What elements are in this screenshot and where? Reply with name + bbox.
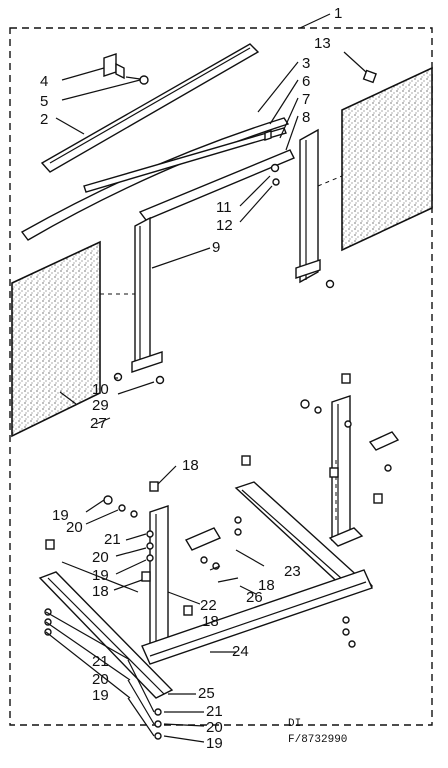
curved-trim	[20, 117, 290, 241]
callout-18d: 18	[258, 577, 275, 594]
screw-5	[139, 75, 149, 85]
callout-18c: 18	[202, 613, 219, 630]
right-post	[299, 128, 319, 284]
leader-lines	[45, 51, 367, 743]
callout-24: 24	[232, 643, 249, 660]
callout-11: 11	[216, 199, 232, 216]
drawing-code-line2: F/8732990	[288, 734, 347, 746]
callout-19b: 19	[92, 567, 109, 584]
callout-6: 6	[302, 73, 310, 90]
callout-20d: 20	[206, 719, 223, 736]
trim-strip-7	[83, 127, 287, 193]
side-panel-left	[11, 240, 101, 438]
callout-2: 2	[40, 111, 48, 128]
callout-21a: 21	[104, 531, 121, 548]
callout-13: 13	[314, 35, 331, 52]
top-rail	[40, 43, 260, 173]
nut-11	[270, 163, 280, 173]
assembly-boundary	[9, 27, 433, 726]
callout-5: 5	[40, 93, 48, 110]
callout-19d: 19	[206, 735, 223, 752]
screw-10	[113, 372, 123, 382]
callout-25: 25	[198, 685, 215, 702]
callout-19a: 19	[52, 507, 69, 524]
callout-21b: 21	[92, 653, 109, 670]
left-post-9	[134, 216, 151, 370]
callout-22: 22	[200, 597, 217, 614]
callout-7: 7	[302, 91, 310, 108]
trim-strip-8	[138, 149, 295, 221]
callout-26: 26	[246, 589, 263, 606]
washer-12	[272, 178, 280, 186]
callout-21c: 21	[206, 703, 223, 720]
callout-8: 8	[302, 109, 310, 126]
mounting-bracket	[103, 53, 117, 77]
screw-29	[155, 375, 165, 385]
bracket-23	[184, 527, 222, 551]
callout-1: 1	[334, 5, 342, 22]
clip-13	[362, 69, 377, 84]
callout-4: 4	[40, 73, 48, 90]
base-rail-24	[141, 569, 373, 665]
callout-19c: 19	[92, 687, 109, 704]
nut-19	[103, 495, 113, 505]
base-left-upright-22	[149, 505, 169, 647]
side-panel-right	[341, 66, 433, 252]
drawing-code-line1: DI	[288, 718, 301, 730]
callout-18b: 18	[92, 583, 109, 600]
callout-27: 27	[90, 415, 107, 432]
callout-3: 3	[302, 55, 310, 72]
callout-18a: 18	[182, 457, 199, 474]
callout-10: 10	[92, 381, 109, 398]
bolt-18	[149, 481, 159, 492]
callout-20c: 20	[92, 671, 109, 688]
callout-9: 9	[212, 239, 220, 256]
callout-20a: 20	[66, 519, 83, 536]
callout-29: 29	[92, 397, 109, 414]
callout-23: 23	[284, 563, 301, 580]
callout-20b: 20	[92, 549, 109, 566]
callout-12: 12	[216, 217, 233, 234]
